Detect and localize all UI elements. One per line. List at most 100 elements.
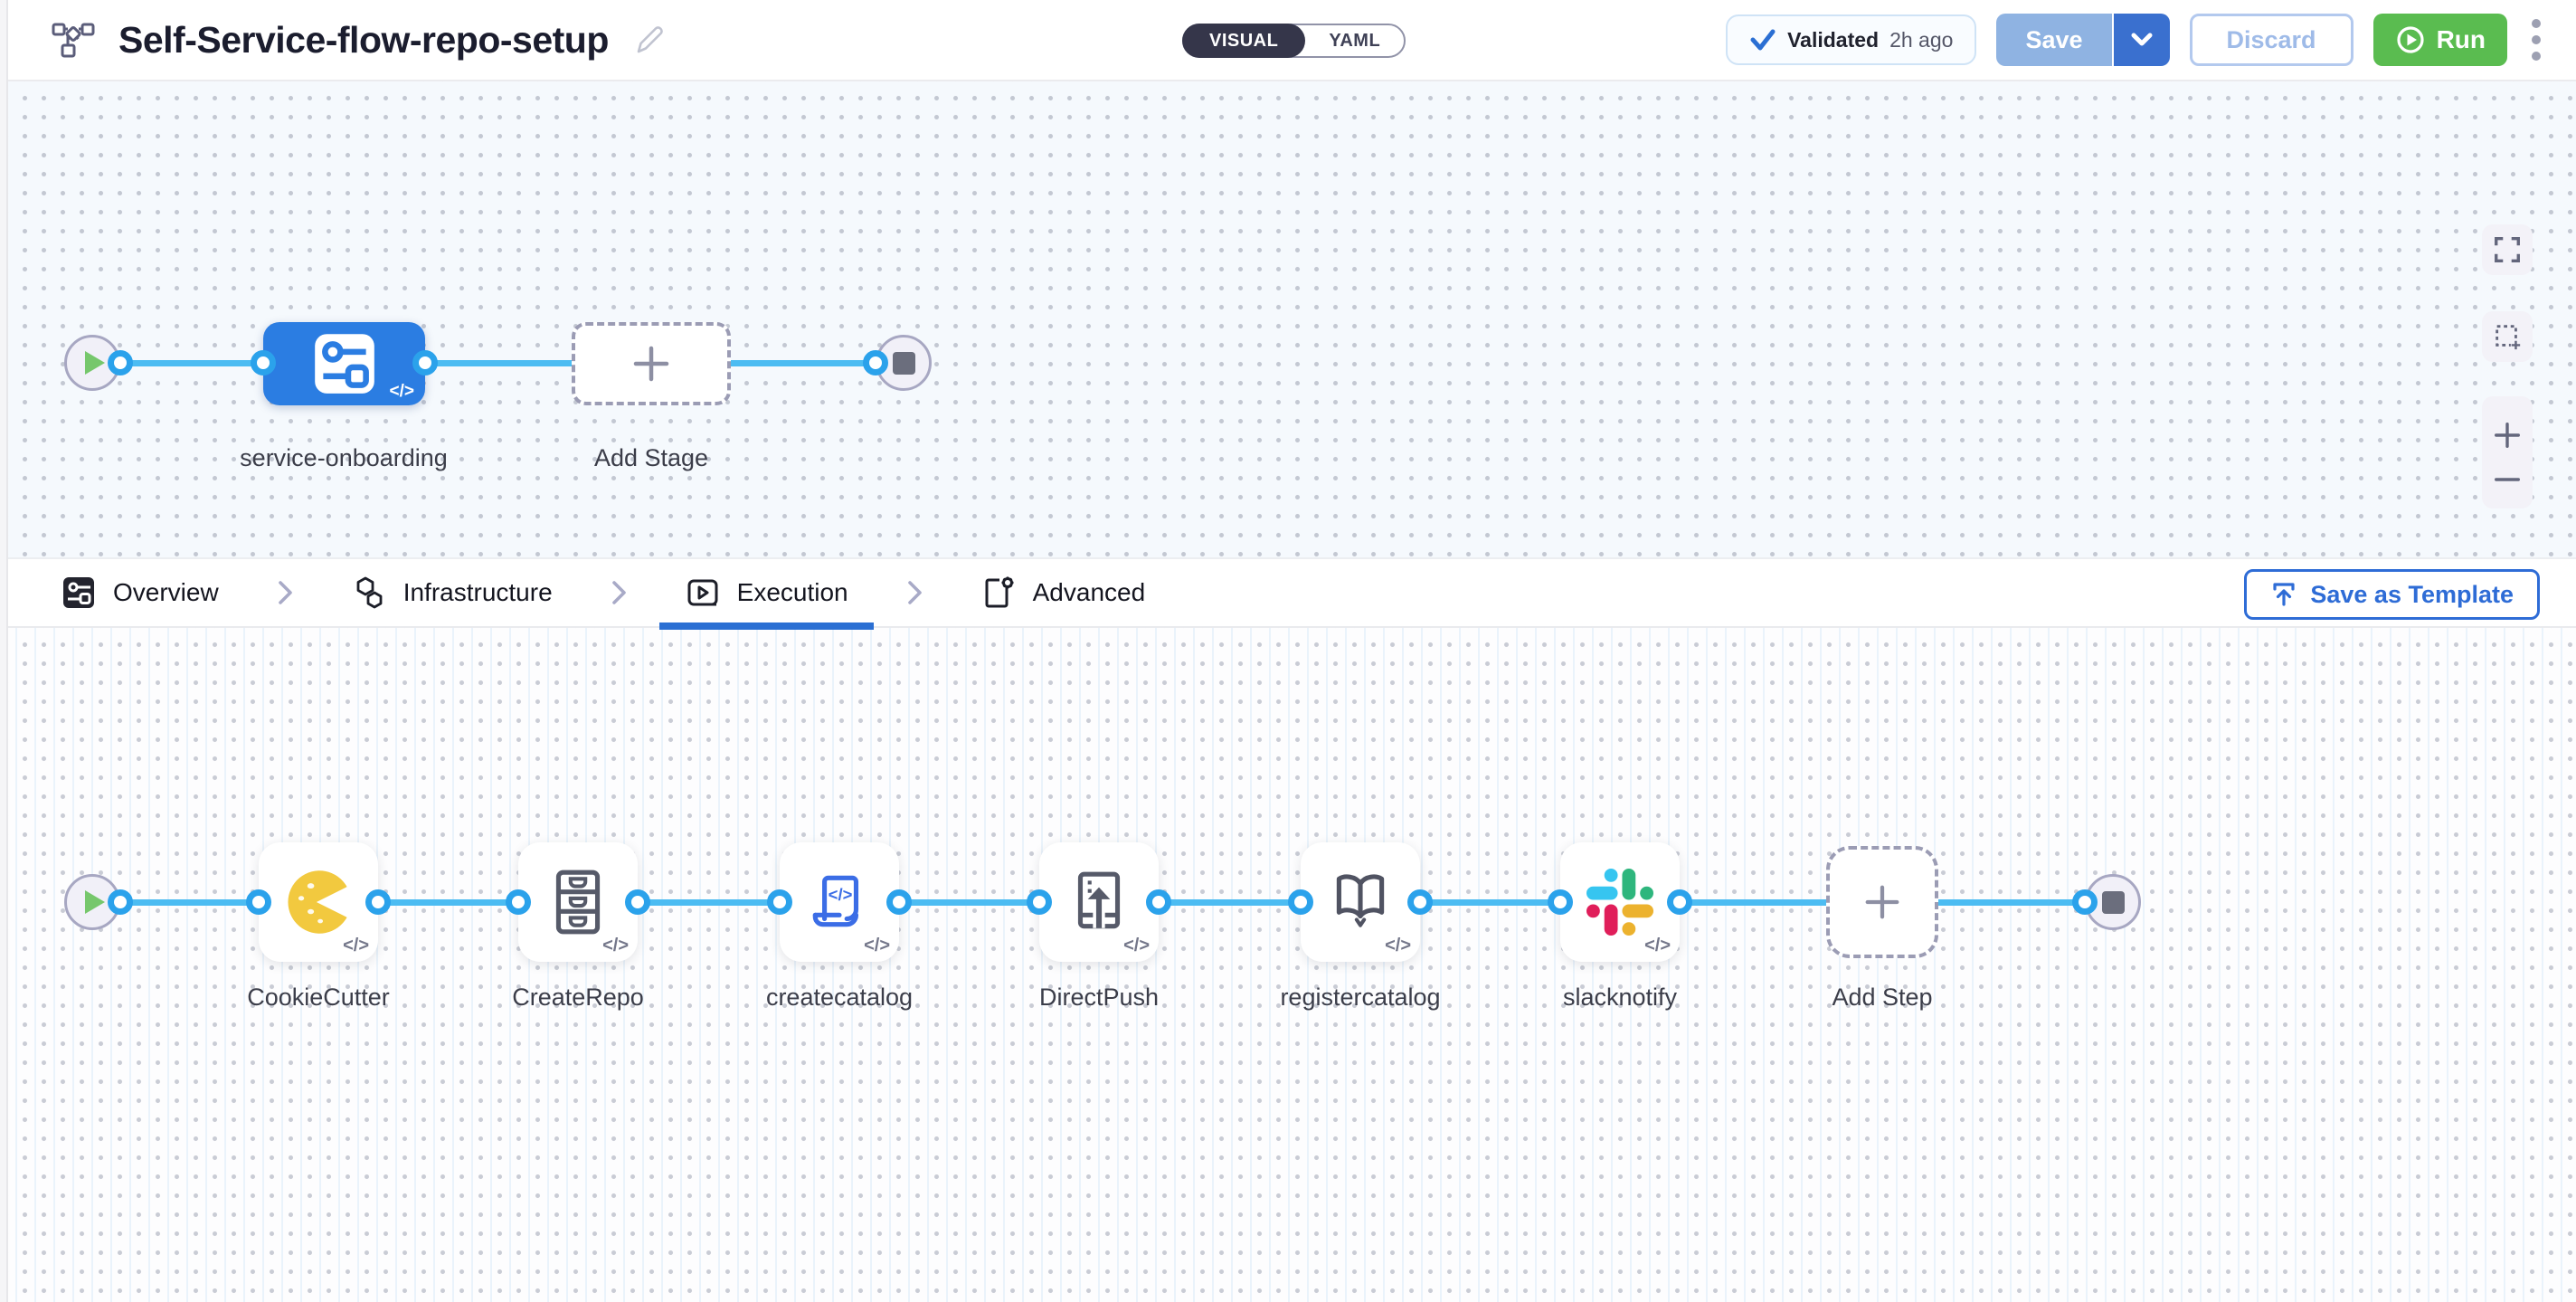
register-catalog-book-icon	[1336, 874, 1385, 927]
connector-port[interactable]	[1027, 889, 1052, 915]
toggle-yaml[interactable]: YAML	[1329, 30, 1381, 51]
cookiecutter-icon	[288, 870, 347, 934]
connector-port[interactable]	[506, 889, 531, 915]
chevron-down-icon	[2131, 33, 2152, 46]
catalog-code-icon: </>	[812, 875, 859, 927]
validated-badge[interactable]: Validated 2h ago	[1726, 14, 1977, 65]
validated-label: Validated	[1787, 27, 1880, 52]
step-node-createrepo[interactable]: </>	[518, 842, 638, 962]
kebab-menu-icon[interactable]	[2527, 14, 2545, 66]
chevron-right-icon	[275, 578, 295, 607]
marquee-select-icon[interactable]	[2482, 311, 2533, 362]
upload-icon	[2273, 583, 2295, 606]
connector-port[interactable]	[251, 350, 276, 375]
connector-port[interactable]	[246, 889, 271, 915]
plus-icon	[1865, 885, 1899, 919]
advanced-icon	[985, 576, 1014, 608]
tab-label: Execution	[736, 578, 848, 606]
add-step-button[interactable]	[1826, 846, 1938, 958]
discard-button[interactable]: Discard	[2189, 14, 2353, 66]
connector-port[interactable]	[1407, 889, 1433, 915]
toggle-visual[interactable]: VISUAL	[1182, 24, 1306, 58]
step-code-badge: </>	[343, 936, 369, 955]
stage-tab-bar: Overview Infrastructure Execution	[8, 557, 2576, 630]
zoom-out-icon	[2495, 478, 2520, 481]
connector-port[interactable]	[365, 889, 391, 915]
zoom-in-icon	[2495, 423, 2520, 448]
visual-yaml-toggle: VISUAL YAML	[1182, 24, 1406, 58]
repo-drawer-icon	[555, 870, 601, 935]
tab-label: Advanced	[1032, 578, 1146, 606]
save-as-template-label: Save as Template	[2310, 580, 2514, 608]
step-node-slacknotify[interactable]: </>	[1560, 842, 1680, 962]
tab-label: Overview	[113, 578, 219, 606]
save-as-template-button[interactable]: Save as Template	[2244, 569, 2540, 620]
step-name-label: slacknotify	[1562, 984, 1678, 1011]
stop-square-icon	[2101, 890, 2125, 914]
connector-port[interactable]	[1667, 889, 1692, 915]
step-name-label: DirectPush	[1038, 984, 1160, 1011]
start-play-icon	[85, 890, 105, 914]
step-node-directpush[interactable]: </>	[1039, 842, 1159, 962]
connector-port[interactable]	[863, 350, 888, 375]
connector-port[interactable]	[108, 889, 133, 915]
zoom-buttons[interactable]	[2482, 396, 2533, 508]
connector-port[interactable]	[1146, 889, 1171, 915]
stage-overview-icon	[63, 577, 94, 608]
tab-infrastructure[interactable]: Infrastructure	[326, 557, 578, 628]
chevron-right-icon	[609, 578, 629, 607]
step-node-cookiecutter[interactable]: </>	[259, 842, 378, 962]
save-dropdown-button[interactable]	[2113, 14, 2170, 66]
save-button[interactable]: Save	[1996, 14, 2112, 66]
connector-port[interactable]	[1288, 889, 1313, 915]
connector-port[interactable]	[412, 350, 438, 375]
step-code-badge: </>	[1644, 936, 1671, 955]
header-actions: Validated 2h ago Save Discard Run	[1726, 0, 2545, 80]
fullscreen-icon[interactable]	[2482, 224, 2533, 275]
direct-push-icon	[1077, 871, 1121, 929]
connector-port[interactable]	[108, 350, 133, 375]
connector-port[interactable]	[886, 889, 912, 915]
run-button[interactable]: Run	[2372, 14, 2507, 66]
step-name-label: CreateRepo	[512, 984, 644, 1011]
svg-text:</>: </>	[829, 885, 853, 904]
step-node-registercatalog[interactable]: </>	[1301, 842, 1420, 962]
custom-stage-icon	[314, 334, 374, 394]
connector-port[interactable]	[1548, 889, 1573, 915]
stage-canvas[interactable]: </> service-onboarding Add Stage	[8, 81, 2576, 557]
step-code-badge: </>	[602, 936, 629, 955]
left-rail	[0, 0, 8, 1302]
execution-icon	[687, 579, 718, 606]
pipeline-start-node[interactable]	[64, 335, 120, 391]
step-code-badge: </>	[1123, 936, 1150, 955]
add-stage-label: Add Stage	[593, 444, 709, 471]
step-node-createcatalog[interactable]: </> </>	[780, 842, 899, 962]
stage-connector-line	[92, 360, 904, 366]
step-name-label: registercatalog	[1280, 984, 1441, 1011]
check-icon	[1750, 29, 1776, 51]
connector-port[interactable]	[2072, 889, 2098, 915]
save-divider	[2111, 14, 2114, 66]
add-step-label: Add Step	[1832, 984, 1933, 1011]
start-play-icon	[85, 351, 105, 375]
stage-node-service-onboarding[interactable]: </>	[263, 322, 425, 405]
step-name-label: CookieCutter	[247, 984, 390, 1011]
edit-pencil-icon[interactable]	[632, 24, 665, 56]
plus-icon	[633, 346, 669, 382]
execution-canvas[interactable]: </> </> </> </>	[8, 628, 2576, 1302]
tab-execution[interactable]: Execution	[658, 557, 874, 630]
tab-advanced[interactable]: Advanced	[955, 557, 1171, 628]
connector-port[interactable]	[625, 889, 650, 915]
tab-label: Infrastructure	[402, 578, 553, 606]
add-stage-button[interactable]	[572, 322, 731, 405]
step-name-label: createcatalog	[765, 984, 914, 1011]
step-code-badge: </>	[1385, 936, 1411, 955]
tab-overview[interactable]: Overview	[35, 557, 244, 628]
connector-port[interactable]	[767, 889, 792, 915]
step-code-badge: </>	[864, 936, 890, 955]
run-label: Run	[2436, 25, 2486, 53]
stage-code-badge: </>	[389, 382, 414, 401]
slack-icon	[1586, 869, 1653, 936]
validated-time: 2h ago	[1889, 27, 1954, 52]
